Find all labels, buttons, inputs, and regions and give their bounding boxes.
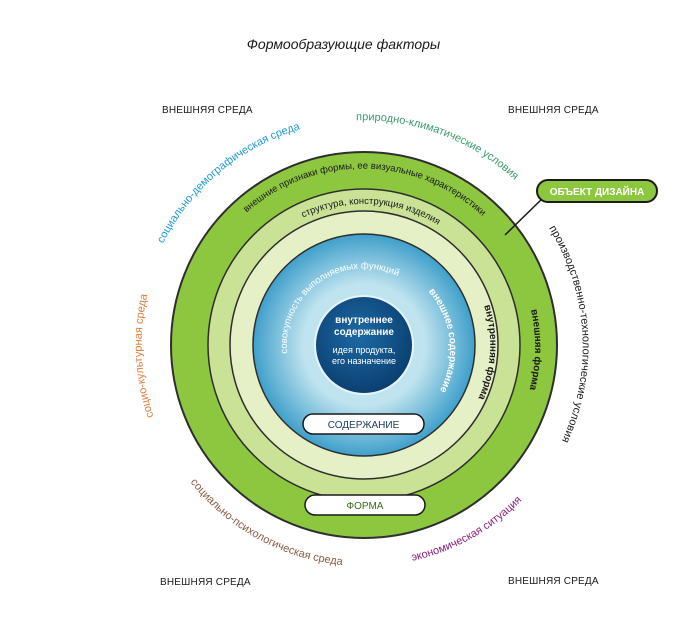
design-object-pill [536, 179, 658, 203]
corner-label-bottom-left: ВНЕШНЯЯ СРЕДА [160, 577, 251, 588]
content-label: СОДЕРЖАНИЕ [328, 420, 400, 431]
design-object-connector [504, 195, 546, 236]
page-title: Формообразующие факторы [246, 36, 441, 52]
core-sub-line1: идея продукта, [333, 345, 396, 355]
corner-label-top-left: ВНЕШНЯЯ СРЕДА [162, 105, 253, 116]
content-pill [302, 413, 425, 435]
corner-label-top-right: ВНЕШНЯЯ СРЕДА [508, 105, 599, 116]
core-circle [314, 295, 414, 395]
form-label: ФОРМА [347, 501, 384, 512]
socio-cultural-text: социо-культурная среда [133, 292, 157, 419]
design-object-label: ОБЪЕКТ ДИЗАЙНА [550, 185, 645, 198]
core-title-line1: внутреннее [335, 315, 393, 326]
form-pill [304, 494, 426, 516]
core-title-line2: содержание [334, 327, 394, 338]
core-sub-line2: его назначение [332, 356, 396, 366]
corner-label-bottom-right: ВНЕШНЯЯ СРЕДА [508, 576, 599, 587]
